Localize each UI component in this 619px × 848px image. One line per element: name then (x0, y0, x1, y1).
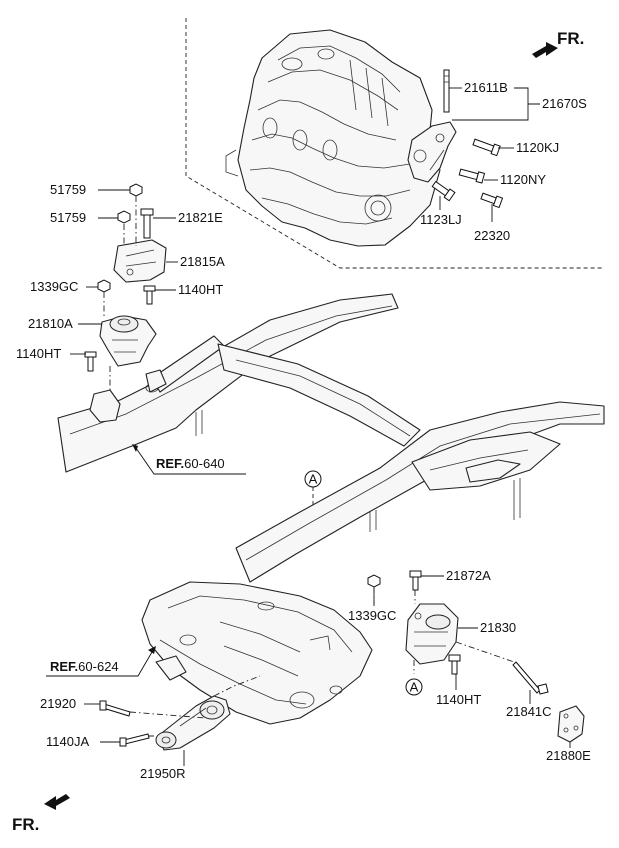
part-label-21880e: 21880E (546, 748, 591, 763)
part-label-21841c: 21841C (506, 704, 552, 719)
leader-lines (46, 87, 571, 766)
part-label-1339gc-left: 1339GC (30, 279, 78, 294)
part-label-21611b: 21611B (464, 80, 508, 95)
side-rail (235, 401, 605, 583)
part-label-51759-lower: 51759 (50, 210, 86, 225)
fr-label-top: FR. (557, 29, 584, 48)
fr-arrow-bottom-icon (44, 794, 70, 810)
part-label-21872a: 21872A (446, 568, 491, 583)
subframe (141, 581, 373, 725)
ref-upper-prefix: REF. (156, 456, 184, 471)
ref-label-upper: REF.60-640 (156, 456, 225, 471)
left-mount-stack (84, 183, 167, 372)
fr-orientation-bottom: FR. (12, 794, 70, 834)
part-label-1140ja: 1140JA (46, 734, 89, 749)
roll-rod (99, 695, 231, 751)
ref-label-lower: REF.60-624 (50, 659, 119, 674)
fr-orientation-top: FR. (532, 29, 584, 58)
callout-a-upper-label: A (309, 472, 318, 487)
part-label-21950r: 21950R (140, 766, 186, 781)
engine-bracket (407, 121, 457, 183)
callout-a-lower-label: A (410, 680, 419, 695)
ref-arrowhead-lower (148, 646, 156, 654)
fr-label-bottom: FR. (12, 815, 39, 834)
ref-lower-prefix: REF. (50, 659, 78, 674)
part-label-22320: 22320 (474, 228, 510, 243)
part-label-1339gc-right: 1339GC (348, 608, 396, 623)
part-number-labels: 21611B 21670S 1120KJ 1120NY 1123LJ 22320… (16, 80, 591, 781)
callout-a-lower: A (405, 678, 423, 696)
part-label-1120ny: 1120NY (500, 172, 546, 187)
part-label-51759-upper: 51759 (50, 182, 86, 197)
part-label-21821e: 21821E (178, 210, 223, 225)
part-label-1120kj: 1120KJ (516, 140, 559, 155)
engine-assembly (225, 29, 441, 247)
part-label-21830: 21830 (480, 620, 516, 635)
part-label-21670s: 21670S (542, 96, 587, 111)
part-label-21815a: 21815A (180, 254, 225, 269)
left-mount-alignment-line (103, 196, 137, 400)
callout-a-upper: A (304, 470, 322, 508)
part-label-21920: 21920 (40, 696, 76, 711)
engine-group-boundary (185, 18, 602, 269)
bracket-bolts (431, 138, 504, 209)
stud-bolt (443, 69, 450, 113)
part-label-1140ht-lower: 1140HT (16, 346, 61, 361)
ref-upper-code: 60-640 (184, 456, 224, 471)
part-label-1140ht-upper: 1140HT (178, 282, 223, 297)
part-label-1123lj: 1123LJ (420, 212, 462, 227)
part-label-21810a: 21810A (28, 316, 73, 331)
frame-rail (57, 293, 421, 473)
part-label-1140ht-right: 1140HT (436, 692, 481, 707)
roll-rod-alignment-line (129, 675, 261, 737)
fr-arrow-top-icon (532, 42, 558, 58)
ref-lower-code: 60-624 (78, 659, 118, 674)
ref-arrowhead-upper (132, 444, 138, 452)
right-mount-stack (367, 570, 585, 743)
